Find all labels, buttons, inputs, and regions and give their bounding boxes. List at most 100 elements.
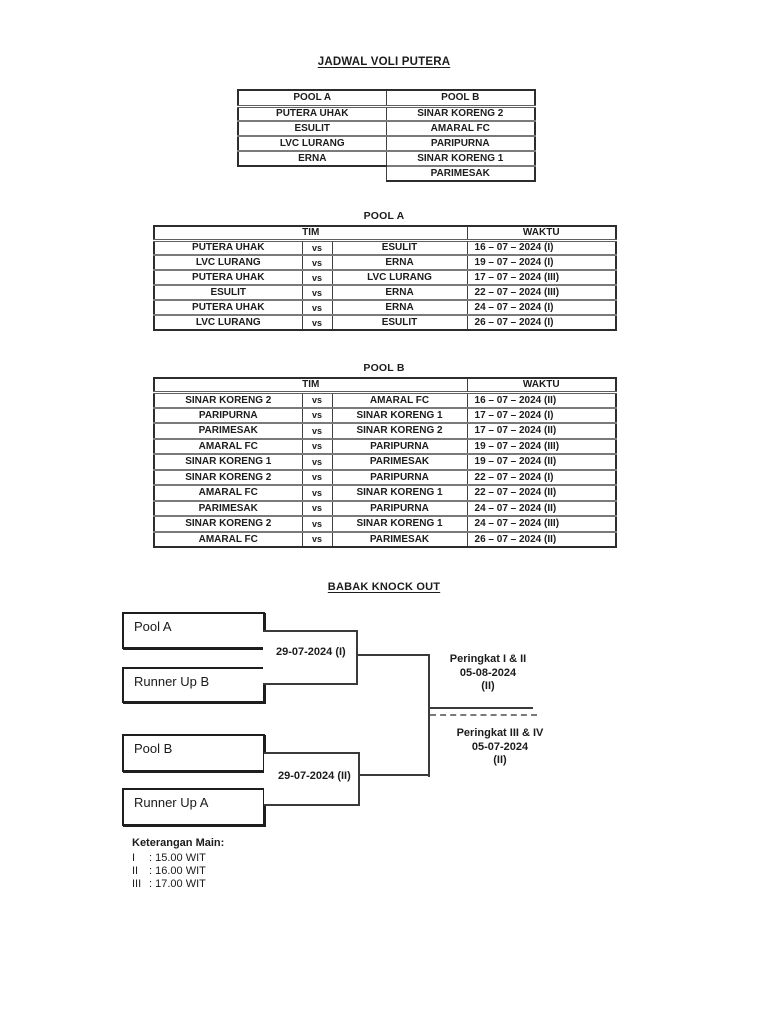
bracket-box-runner-up-b: Runner Up B (122, 667, 265, 703)
table-header-row: TIM WAKTU (152, 225, 618, 242)
vs-label: vs (301, 284, 333, 301)
pool-b-header-cell: POOL B (385, 89, 536, 108)
empty-cell (238, 166, 386, 181)
legend-value: : 17.00 WIT (149, 878, 206, 890)
bracket-connector-semifinal-1 (263, 630, 358, 685)
match-datetime: 26 – 07 – 2024 (I) (466, 314, 618, 331)
bracket-box-label: Pool B (134, 741, 173, 756)
away-team: PARIMESAK (331, 531, 468, 548)
document-title: JADWAL VOLI PUTERA (317, 56, 451, 68)
vs-label: vs (301, 239, 333, 256)
table-row: PUTERA UHAK SINAR KORENG 2 (237, 105, 536, 122)
away-team: ERNA (331, 254, 468, 271)
vs-label: vs (301, 469, 333, 486)
pool-a-schedule-heading: POOL A (363, 210, 405, 222)
legend-heading: Keterangan Main: (132, 837, 225, 849)
home-team: SINAR KORENG 2 (153, 469, 303, 486)
pool-a-header-cell: POOL A (237, 89, 387, 108)
match-datetime: 22 – 07 – 2024 (I) (466, 469, 618, 486)
match-row: LVC LURANG vs ERNA 19 – 07 – 2024 (I) (153, 254, 618, 271)
pool-b-team: PARIPURNA (385, 135, 536, 152)
match-datetime: 22 – 07 – 2024 (II) (466, 484, 618, 502)
legend-item: III: 17.00 WIT (132, 878, 224, 891)
away-team: ERNA (331, 284, 468, 301)
third-place-date: 05-07-2024 (471, 740, 529, 753)
legend-numeral: I (132, 852, 136, 864)
match-row: AMARAL FC vs PARIMESAK 26 – 07 – 2024 (I… (153, 531, 618, 548)
third-place-result-label: Peringkat III & IV 05-07-2024 (II) (445, 727, 555, 768)
pool-a-team: ESULIT (237, 120, 387, 137)
home-team: PARIMESAK (153, 422, 303, 440)
away-team: PARIPURNA (331, 469, 468, 486)
table-header-row: POOL A POOL B (237, 89, 536, 108)
pool-b-schedule-heading: POOL B (363, 362, 405, 374)
pool-a-schedule-table: TIM WAKTU PUTERA UHAK vs ESULIT 16 – 07 … (152, 225, 618, 331)
home-team: AMARAL FC (153, 438, 303, 455)
vs-label: vs (301, 500, 333, 517)
legend: Keterangan Main: I : 15.00 WIT II: 16.00 … (132, 837, 224, 891)
legend-value: : 15.00 WIT (149, 852, 206, 864)
final-winner-line (429, 707, 533, 709)
match-row: ESULIT vs ERNA 22 – 07 – 2024 (III) (153, 284, 618, 301)
vs-label: vs (301, 269, 333, 286)
away-team: PARIMESAK (331, 453, 468, 471)
bracket-line (428, 654, 430, 777)
vs-label: vs (301, 299, 333, 316)
away-team: ESULIT (331, 239, 468, 256)
home-team: PUTERA UHAK (153, 299, 303, 316)
match-datetime: 17 – 07 – 2024 (II) (466, 422, 618, 440)
match-row: PUTERA UHAK vs ERNA 24 – 07 – 2024 (I) (153, 299, 618, 316)
legend-item: II: 16.00 WIT (132, 865, 224, 878)
match-row: SINAR KORENG 2 vs PARIPURNA 22 – 07 – 20… (153, 469, 618, 486)
match-datetime: 17 – 07 – 2024 (III) (466, 269, 618, 286)
match-row: LVC LURANG vs ESULIT 26 – 07 – 2024 (I) (153, 314, 618, 331)
waktu-header-cell: WAKTU (466, 377, 618, 394)
bracket-connector-semifinal-2 (264, 752, 360, 806)
home-team: SINAR KORENG 1 (153, 453, 303, 471)
vs-label: vs (301, 531, 333, 548)
match-row: SINAR KORENG 2 vs AMARAL FC 16 – 07 – 20… (153, 391, 618, 409)
home-team: AMARAL FC (153, 531, 303, 548)
bracket-box-label: Runner Up B (134, 674, 210, 689)
match-datetime: 17 – 07 – 2024 (I) (466, 407, 618, 424)
away-team: PARIPURNA (331, 438, 468, 455)
semifinal-1-date: 29-07-2024 (I) (276, 646, 346, 658)
vs-label: vs (301, 407, 333, 424)
bracket-box-runner-up-a: Runner Up A (122, 788, 265, 826)
match-row: PUTERA UHAK vs ESULIT 16 – 07 – 2024 (I) (153, 239, 618, 256)
match-row: SINAR KORENG 2 vs SINAR KORENG 1 24 – 07… (153, 515, 618, 533)
match-datetime: 16 – 07 – 2024 (I) (466, 239, 618, 256)
pool-b-team: SINAR KORENG 1 (385, 150, 536, 167)
away-team: PARIPURNA (331, 500, 468, 517)
pool-a-team: PUTERA UHAK (237, 105, 387, 122)
bracket-box-pool-a-winner: Pool A (122, 612, 265, 649)
table-row: PARIMESAK (238, 165, 536, 182)
home-team: LVC LURANG (153, 314, 303, 331)
match-datetime: 19 – 07 – 2024 (I) (466, 254, 618, 271)
pool-b-team: SINAR KORENG 2 (385, 105, 536, 122)
match-datetime: 16 – 07 – 2024 (II) (466, 391, 618, 409)
pool-a-team: ERNA (237, 150, 387, 167)
away-team: LVC LURANG (331, 269, 468, 286)
third-place-time: (II) (493, 754, 507, 766)
home-team: SINAR KORENG 2 (153, 391, 303, 409)
table-row: ESULIT AMARAL FC (237, 120, 536, 137)
semifinal-2-date: 29-07-2024 (II) (278, 770, 351, 782)
away-team: SINAR KORENG 1 (331, 407, 468, 424)
tim-header-cell: TIM (152, 377, 468, 394)
legend-value: : 16.00 WIT (149, 865, 206, 877)
home-team: PARIMESAK (153, 500, 303, 517)
match-datetime: 26 – 07 – 2024 (II) (466, 531, 618, 548)
vs-label: vs (301, 254, 333, 271)
match-datetime: 24 – 07 – 2024 (I) (466, 299, 618, 316)
match-row: AMARAL FC vs PARIPURNA 19 – 07 – 2024 (I… (153, 438, 618, 455)
match-row: SINAR KORENG 1 vs PARIMESAK 19 – 07 – 20… (153, 453, 618, 471)
vs-label: vs (301, 515, 333, 533)
vs-label: vs (301, 438, 333, 455)
bracket-box-label: Pool A (134, 619, 172, 634)
bracket-line (360, 774, 429, 776)
away-team: ESULIT (331, 314, 468, 331)
match-row: PARIPURNA vs SINAR KORENG 1 17 – 07 – 20… (153, 407, 618, 424)
away-team: SINAR KORENG 1 (331, 484, 468, 502)
away-team: ERNA (331, 299, 468, 316)
